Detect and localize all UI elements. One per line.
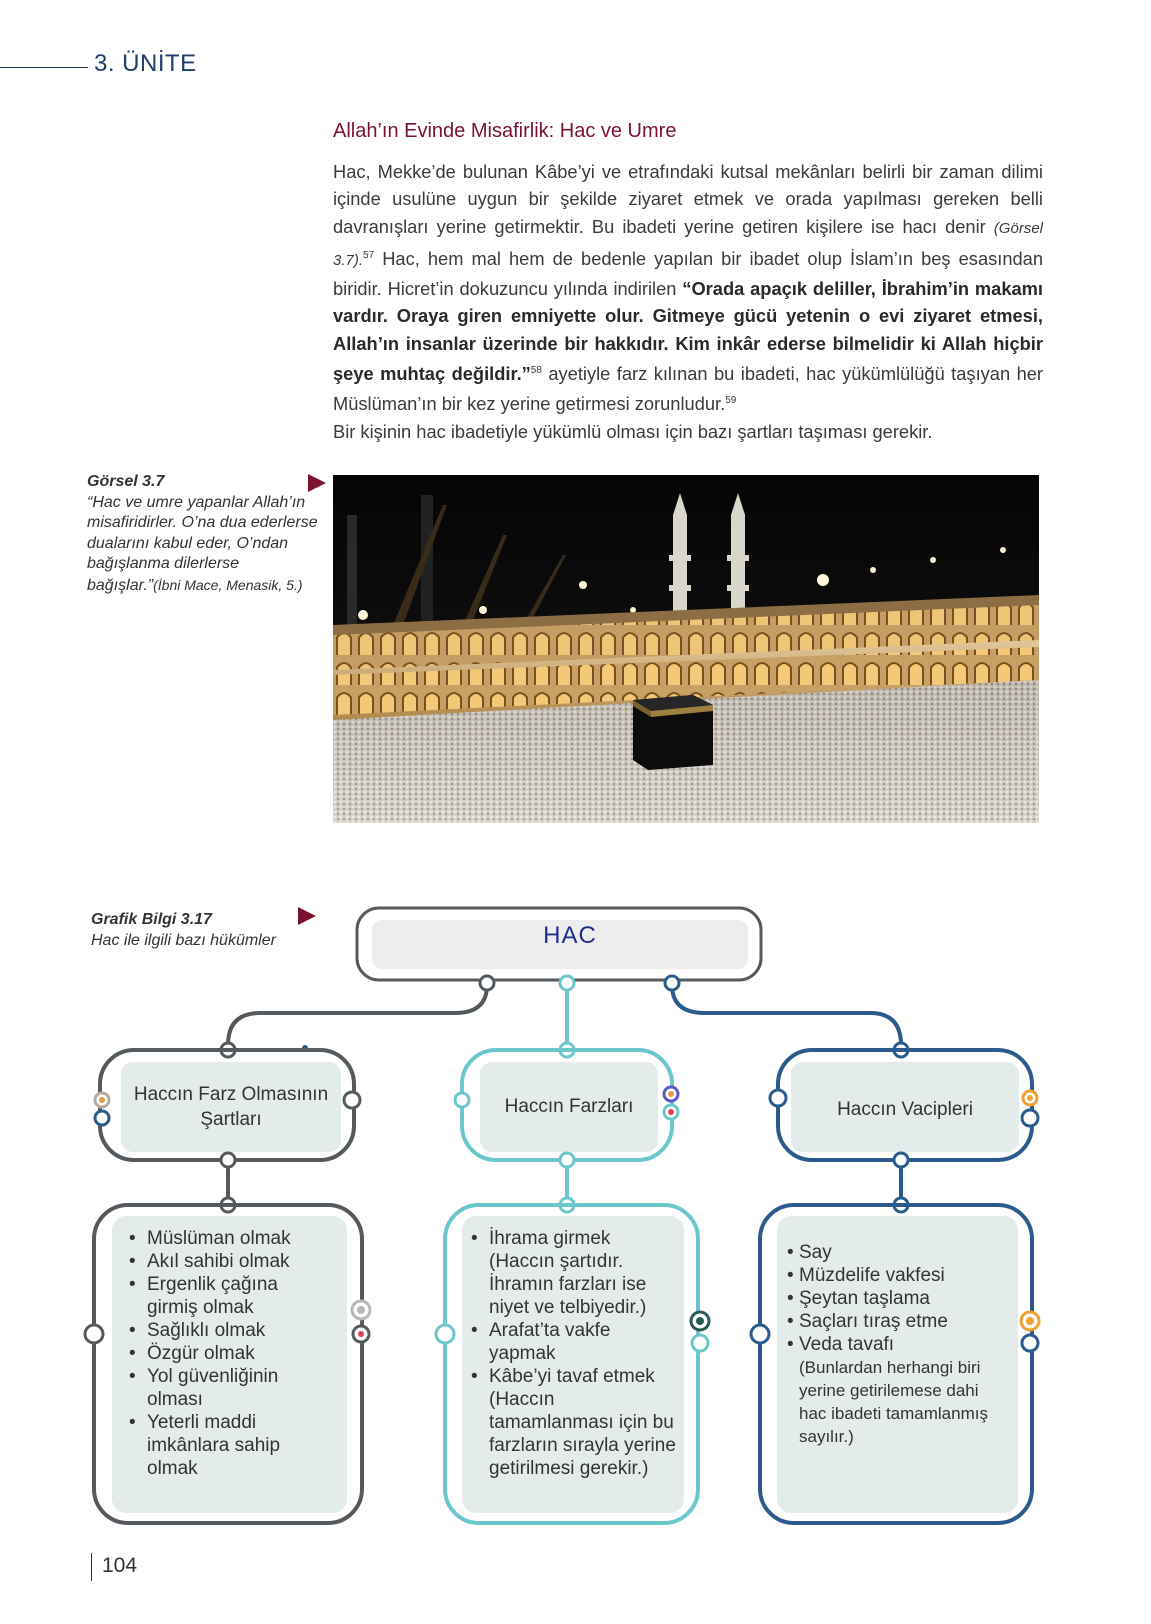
footnote-58: 58 xyxy=(530,364,542,376)
graphic-label: Grafik Bilgi 3.17 xyxy=(91,911,212,928)
unit-title: 3. ÜNİTE xyxy=(94,50,197,77)
unit-rule xyxy=(0,67,88,68)
col1-title-panel xyxy=(121,1062,341,1152)
connector-col1 xyxy=(226,984,489,1046)
node-dot xyxy=(663,974,681,992)
col2-title-panel xyxy=(480,1062,658,1152)
list-item: Şeytan taşlama xyxy=(787,1287,1012,1310)
list-item: Akıl sahibi olmak xyxy=(125,1250,340,1273)
list-item: Saçları tıraş etme xyxy=(787,1310,1012,1333)
footnote-59: 59 xyxy=(725,395,737,407)
figure-reference: (Görsel 3.7). xyxy=(333,219,1043,270)
graphic-caption: Grafik Bilgi 3.17 Hac ile ilgili bazı hü… xyxy=(91,909,321,951)
body-text-part: ayetiyle farz kılınan bu ibadeti, hac yü… xyxy=(333,363,1043,415)
list-item: Sağlıklı olmak xyxy=(125,1319,340,1342)
body-paragraph-2: Bir kişinin hac ibadetiyle yükümlü olmas… xyxy=(333,420,933,442)
col3-list: Say Müzdelife vakfesi Şeytan taşlama Saç… xyxy=(787,1241,1012,1448)
figure-caption-text: “Hac ve umre yapanlar Allah’ın misafirid… xyxy=(87,493,318,594)
list-item: Say xyxy=(787,1241,1012,1264)
col1-list-frame xyxy=(92,1203,364,1525)
figure-caption: Görsel 3.7 “Hac ve umre yapanlar Allah’ı… xyxy=(87,472,327,596)
col3-title-panel xyxy=(791,1062,1019,1152)
triangle-right-icon xyxy=(298,907,316,925)
body-text-part: Hac, hem mal hem de bedenle yapılan bir … xyxy=(333,248,1043,299)
list-item: Özgür olmak xyxy=(125,1342,340,1365)
kaaba-photo xyxy=(333,475,1039,823)
connector-col3 xyxy=(670,984,903,1046)
col3-list-frame xyxy=(758,1203,1034,1525)
col2-list: İhrama girmek (Haccın şartıdır.İhramın f… xyxy=(467,1227,682,1480)
page-number-rule xyxy=(91,1553,92,1581)
page-number: 104 xyxy=(102,1554,138,1577)
list-item: Kâbe’yi tavaf etmek xyxy=(467,1365,682,1388)
verse-quote: “Orada apaçık deliller, İbrahim’in makam… xyxy=(333,277,1043,385)
figure-label: Görsel 3.7 xyxy=(87,473,165,490)
list-item: Müslüman olmak xyxy=(125,1227,340,1250)
list-item: İhrama girmek xyxy=(467,1227,682,1250)
section-body: Hac, Mekke’de bulunan Kâbe’yi ve etrafın… xyxy=(333,158,1043,445)
body-text-part: Hac, Mekke’de bulunan Kâbe’yi ve etrafın… xyxy=(333,161,1043,237)
col1-title-line: Şartları xyxy=(200,1109,262,1130)
col1-title: Haccın Farz Olmasının Şartları xyxy=(121,1082,341,1132)
col1-title-line: Haccın Farz Olmasının xyxy=(133,1084,329,1105)
kaaba-illustration xyxy=(333,475,1039,823)
node-dot xyxy=(478,974,496,992)
col3-title: Haccın Vacipleri xyxy=(837,1099,973,1120)
figure-source: (İbni Mace, Menasik, 5.) xyxy=(153,576,303,593)
footnote-57: 57 xyxy=(363,250,375,262)
col2-list-frame xyxy=(443,1203,700,1525)
section-title: Allah’ın Evinde Misafirlik: Hac ve Umre xyxy=(333,120,677,142)
graphic-caption-text: Hac ile ilgili bazı hükümler xyxy=(91,932,276,949)
list-item: Müzdelife vakfesi xyxy=(787,1264,1012,1287)
col1-list: Müslüman olmak Akıl sahibi olmak Ergenli… xyxy=(125,1227,340,1480)
node-dot xyxy=(558,974,576,992)
triangle-right-icon xyxy=(308,474,326,492)
col2-title: Haccın Farzları xyxy=(504,1096,634,1117)
diagram-root-label: HAC xyxy=(543,922,597,949)
root-frame xyxy=(355,906,763,982)
root-panel xyxy=(372,920,748,969)
list-item: Veda tavafı xyxy=(787,1333,1012,1356)
